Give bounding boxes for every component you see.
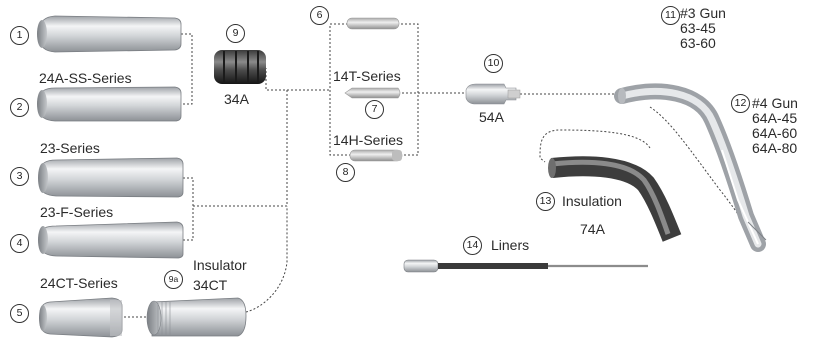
callout-10: 10 [484, 54, 503, 73]
callout-13: 13 [536, 192, 555, 211]
nozzle-1[interactable] [37, 15, 182, 53]
gun-3-model: 63-45 [680, 20, 716, 36]
label-74a: 74A [580, 221, 605, 237]
adapter-54a[interactable] [465, 83, 521, 105]
callout-14: 14 [463, 236, 482, 255]
gun-4-models: #4 Gun 64A-45 64A-60 64A-80 [752, 96, 798, 156]
nozzle-5-24ct[interactable] [39, 297, 123, 338]
callout-9a: 9a [164, 270, 183, 289]
gun-neck[interactable] [614, 83, 767, 252]
gun-4-title: #4 Gun [752, 95, 798, 111]
callout-5: 5 [10, 304, 29, 323]
label-14t-series: 14T-Series [333, 68, 401, 84]
gun-4-model: 64A-45 [752, 110, 798, 126]
callout-1: 1 [10, 26, 29, 45]
callout-8: 8 [336, 163, 355, 182]
gun-4-model: 64A-60 [752, 125, 798, 141]
callout-7: 7 [365, 100, 384, 119]
label-insulator: Insulator [193, 257, 247, 273]
label-insulation: Insulation [562, 193, 622, 209]
label-34ct: 34CT [193, 277, 228, 293]
gun-3-title: #3 Gun [680, 5, 726, 21]
insulation-74a[interactable] [548, 156, 682, 242]
callout-4: 4 [10, 234, 29, 253]
nozzle-3-23[interactable] [38, 157, 184, 198]
label-24ct-series: 24CT-Series [40, 275, 118, 291]
connector-tip-box [329, 23, 419, 156]
connector-9a-up [245, 206, 288, 313]
gun-3-model: 63-60 [680, 35, 716, 51]
connector-nozzles-9 [193, 68, 288, 207]
tip-7-14t[interactable] [344, 87, 401, 99]
callout-11: 11 [661, 6, 680, 25]
label-54a: 54A [479, 109, 504, 125]
nozzle-4-23f[interactable] [38, 221, 184, 259]
diffuser-34a[interactable] [214, 50, 266, 84]
nozzle-2-24a-ss[interactable] [37, 86, 182, 122]
label-14h-series: 14H-Series [333, 132, 404, 148]
insulator-34ct[interactable] [146, 297, 247, 337]
label-23-series: 23-Series [40, 140, 100, 156]
connector-3-4 [183, 177, 194, 241]
callout-6: 6 [310, 6, 329, 25]
label-23-f-series: 23-F-Series [40, 204, 114, 220]
tip-6[interactable] [346, 17, 400, 30]
callout-2: 2 [10, 98, 29, 117]
label-34a: 34A [224, 91, 249, 107]
connector-1-2 [181, 33, 193, 105]
label-liners: Liners [491, 237, 530, 253]
connector-insul-loop [539, 129, 651, 163]
callout-9: 9 [226, 24, 245, 43]
liner[interactable] [403, 259, 648, 273]
gun-3-models: #3 Gun 63-45 63-60 [680, 6, 726, 51]
gun-4-model: 64A-80 [752, 140, 798, 156]
callout-12: 12 [731, 94, 750, 113]
callout-3: 3 [10, 167, 29, 186]
label-24a-ss-series: 24A-SS-Series [39, 70, 132, 86]
tip-8-14h[interactable] [349, 149, 403, 162]
